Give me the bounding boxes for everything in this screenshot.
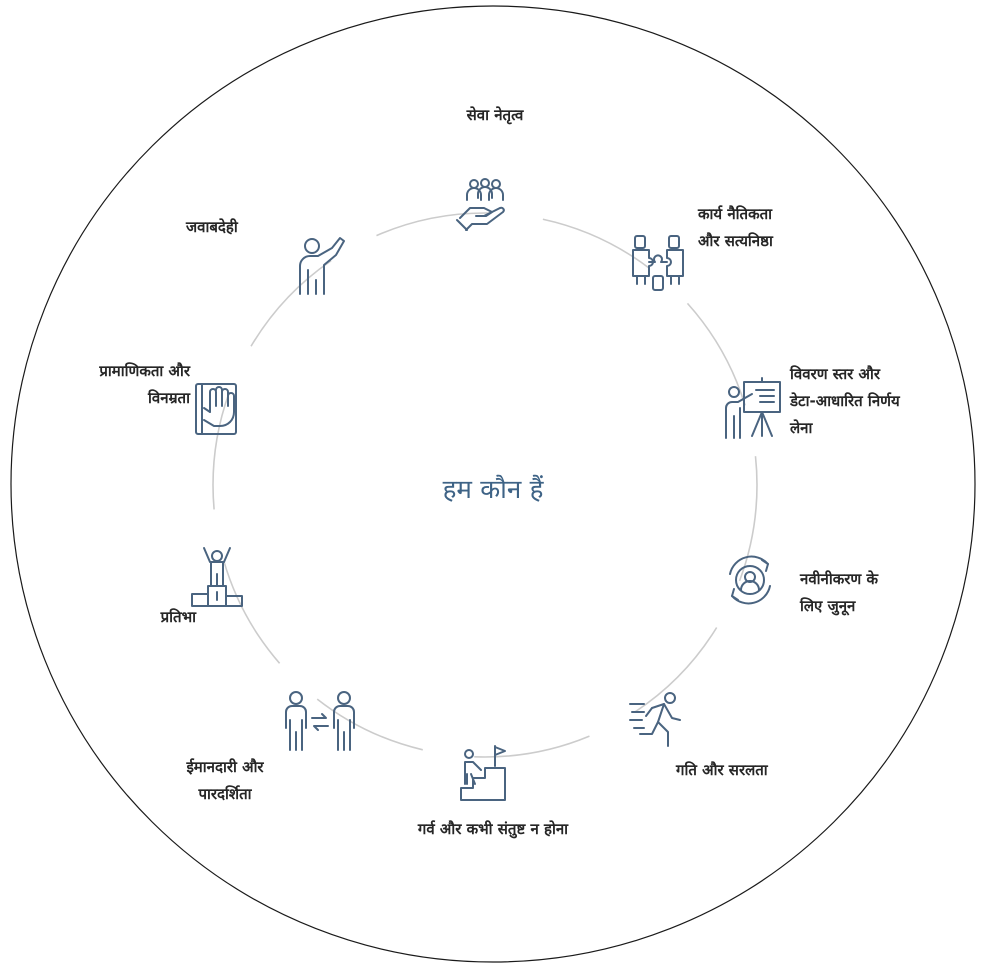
label-service-leadership: सेवा नेतृत्व bbox=[466, 106, 524, 124]
hand-on-book-icon bbox=[195, 383, 237, 435]
label-work-ethic-integrity: कार्य नैतिकता और सत्यनिष्ठा bbox=[698, 205, 773, 250]
presentation-board-icon bbox=[725, 377, 781, 439]
renewal-cycle-icon bbox=[729, 555, 771, 605]
climbing-stairs-flag-icon bbox=[460, 745, 506, 801]
puzzle-team-icon bbox=[632, 235, 684, 291]
running-person-icon bbox=[629, 692, 681, 747]
label-pride-never-satisfied: गर्व और कभी संतुष्ट न होना bbox=[417, 820, 569, 838]
label-honesty-transparency: ईमानदारी और पारदर्शिता bbox=[186, 758, 264, 803]
inner-ring bbox=[212, 212, 758, 758]
label-accountability: जवाबदेही bbox=[186, 218, 238, 236]
label-talent: प्रतिभा bbox=[160, 608, 196, 626]
outer-circle bbox=[10, 5, 976, 963]
label-authenticity-humility: प्रामाणिकता और विनम्रता bbox=[99, 362, 190, 407]
raised-hand-person-icon bbox=[299, 237, 345, 295]
label-speed-simplicity: गति और सरलता bbox=[676, 761, 768, 779]
label-detail-data-driven: विवरण स्तर और डेटा-आधारित निर्णय लेना bbox=[790, 365, 900, 437]
podium-winner-icon bbox=[191, 547, 243, 607]
exchange-people-icon bbox=[285, 691, 355, 751]
center-title: हम कौन हैं bbox=[442, 475, 544, 505]
helping-hand-people-icon bbox=[456, 178, 505, 231]
label-passion-for-renewal: नवीनीकरण के लिए जुनून bbox=[800, 570, 879, 615]
